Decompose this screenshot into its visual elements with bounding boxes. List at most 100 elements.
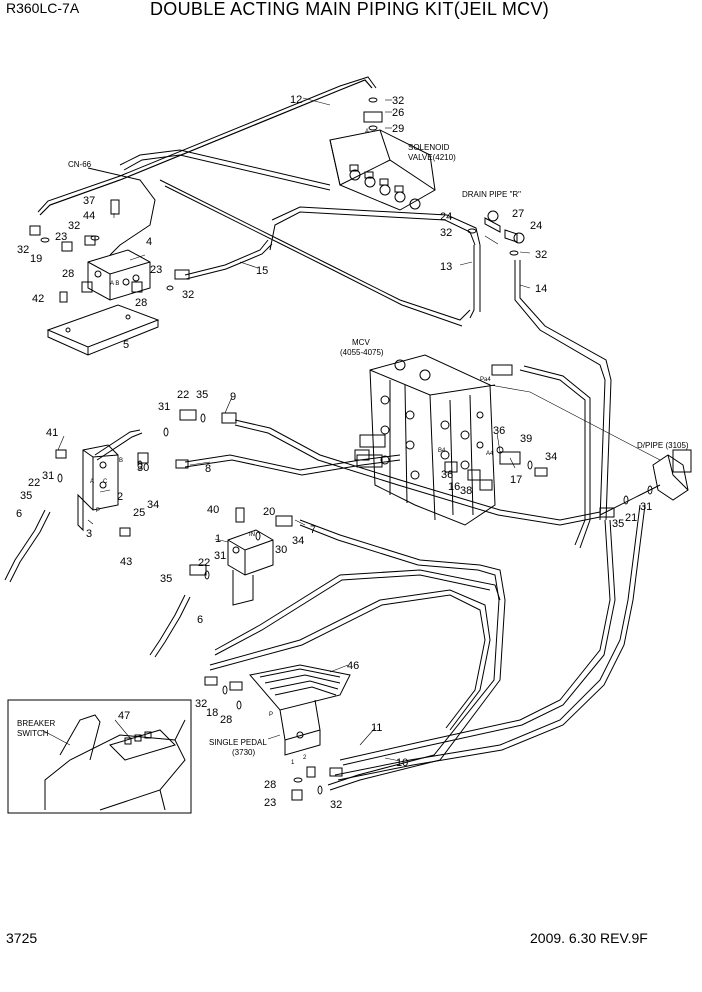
part-3: 3 <box>86 528 92 540</box>
part-34-b: 34 <box>292 535 304 547</box>
hose-9-2 <box>234 424 601 526</box>
part-32-b: 32 <box>68 220 80 232</box>
part-10: 10 <box>396 757 408 769</box>
page-number: 3725 <box>6 930 38 946</box>
part-22-b: 22 <box>28 477 40 489</box>
leader-47 <box>114 719 131 739</box>
leader-breaker <box>41 729 71 746</box>
part-35-a: 35 <box>196 389 208 401</box>
page-title: DOUBLE ACTING MAIN PIPING KIT(JEIL MCV) <box>150 0 550 19</box>
part-32-h: 32 <box>330 799 342 811</box>
pipe-pedal-mid-2 <box>209 594 486 729</box>
part-42: 42 <box>32 293 44 305</box>
hose-8 <box>184 454 401 471</box>
part-19: 19 <box>30 253 42 265</box>
part-17: 17 <box>510 474 522 486</box>
hose-8-2 <box>184 459 401 476</box>
part-36-b: 36 <box>441 469 453 481</box>
leader-lines <box>57 97 531 762</box>
hose-6-upper-2 <box>9 511 51 583</box>
port-ab: A B <box>110 281 119 287</box>
part-28-c: 28 <box>220 714 232 726</box>
bolts-fittings <box>29 111 615 801</box>
port-2: 2 <box>303 755 307 761</box>
hose-6-lower-2 <box>154 596 191 658</box>
hose-6-upper <box>4 509 46 581</box>
drain-fitting-27 <box>484 210 501 233</box>
pipe-13-loop-2 <box>271 206 481 246</box>
pipe-solenoid-left-2 <box>123 154 331 191</box>
part-37: 37 <box>83 195 95 207</box>
part-32-d: 32 <box>182 289 194 301</box>
valve-block-4 <box>87 249 151 301</box>
part-31-d: 31 <box>640 501 652 513</box>
pipe-14 <box>514 260 606 521</box>
pipe-10-2 <box>337 504 646 781</box>
label-solenoid-1: SOLENOID <box>408 143 450 152</box>
part-28-b: 28 <box>135 297 147 309</box>
part-13: 13 <box>440 261 452 273</box>
port-pa4: Pa4 <box>480 377 491 383</box>
annotation-labels: CN-66 SOLENOID VALVE(4210) DRAIN PIPE "R… <box>17 129 689 766</box>
part-5: 5 <box>123 339 129 351</box>
pipe-10 <box>334 504 641 776</box>
part-28-d: 28 <box>264 779 276 791</box>
mcv-block <box>356 354 496 526</box>
part-34-a: 34 <box>147 499 159 511</box>
part-21: 21 <box>625 512 637 524</box>
label-single-pedal-2: (3730) <box>232 748 255 757</box>
part-23-b: 23 <box>150 264 162 276</box>
hose-9 <box>234 419 601 521</box>
part-6-a: 6 <box>16 508 22 520</box>
hose-12 <box>39 79 373 216</box>
part-16: 16 <box>448 481 460 493</box>
part-30-a: 30 <box>137 462 149 474</box>
part-32-c: 32 <box>17 244 29 256</box>
port-1: 1 <box>291 760 295 766</box>
pipe-11 <box>339 519 611 761</box>
port-c: C <box>103 479 108 485</box>
part-44: 44 <box>83 210 95 222</box>
part-11: 11 <box>371 722 382 734</box>
part-6-b: 6 <box>197 614 203 626</box>
part-35-b: 35 <box>20 490 32 502</box>
pipe-pedal-left-2 <box>214 574 491 656</box>
part-20: 20 <box>263 506 275 518</box>
pipe-long-upper <box>159 179 471 321</box>
part-28-a: 28 <box>62 268 74 280</box>
part-8: 8 <box>205 463 211 475</box>
part-9: 9 <box>230 391 236 403</box>
pipe-pa4 <box>519 369 586 546</box>
lever-handle <box>94 429 141 456</box>
hose-15-2 <box>185 243 273 280</box>
part-35-c: 35 <box>160 573 172 585</box>
label-single-pedal-1: SINGLE PEDAL <box>209 738 267 747</box>
pipe-long-upper-2 <box>164 185 463 327</box>
label-breaker-1: BREAKER <box>17 719 55 728</box>
hose-12-inner <box>37 76 377 213</box>
pipe-pedal-mid <box>209 589 491 731</box>
part-29: 29 <box>392 123 404 135</box>
part-30-b: 30 <box>275 544 287 556</box>
pipe-pa4-2 <box>523 365 591 549</box>
pipe-13-loop <box>269 211 476 251</box>
part-40: 40 <box>207 504 219 516</box>
label-drain-pipe: DRAIN PIPE "R" <box>462 190 521 199</box>
drain-fitting-24 <box>504 229 525 244</box>
valve-block-1 <box>227 529 274 606</box>
o-rings <box>40 97 653 795</box>
label-mcv-1: MCV <box>352 338 370 347</box>
single-pedal <box>249 664 351 756</box>
part-26: 26 <box>392 107 404 119</box>
valve-block-2 <box>77 444 119 532</box>
port-p-valve2: P <box>96 508 100 514</box>
port-b4: B4 <box>438 448 446 454</box>
part-24-b: 24 <box>530 220 542 232</box>
port-p-pedal: P <box>269 712 273 718</box>
port-a-valve2: A <box>90 479 94 485</box>
d-pipe <box>652 449 692 501</box>
port-a4: A4 <box>486 451 494 457</box>
part-41: 41 <box>46 427 58 439</box>
label-breaker-2: SWITCH <box>17 729 49 738</box>
leader-mcv-dpipe <box>489 384 661 461</box>
